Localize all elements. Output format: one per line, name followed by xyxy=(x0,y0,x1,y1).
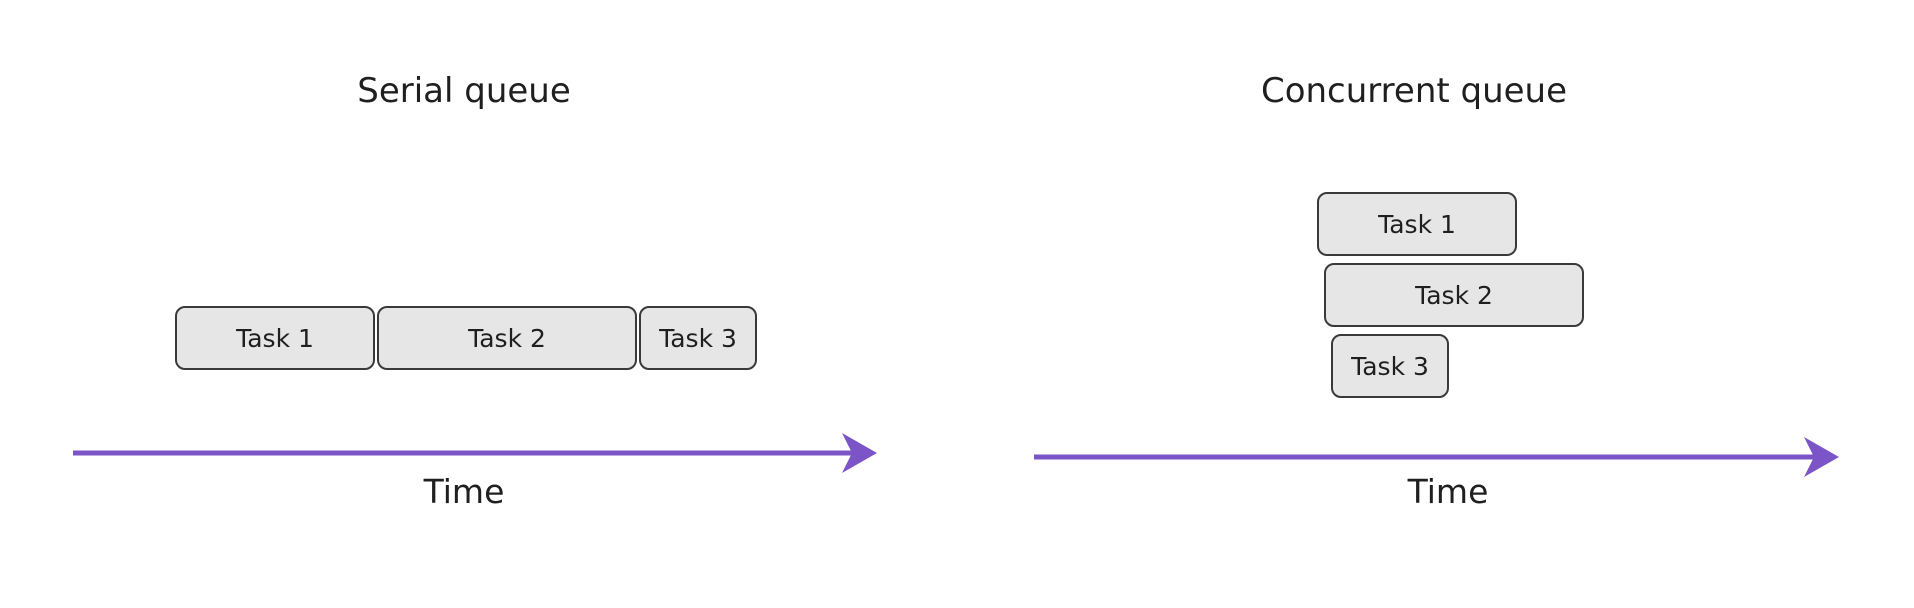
serial-task-2: Task 2 xyxy=(377,306,637,370)
serial-task-3: Task 3 xyxy=(639,306,757,370)
serial-time-arrow-head xyxy=(842,433,877,473)
concurrent-time-arrow-head xyxy=(1804,437,1839,477)
concurrent-task-3: Task 3 xyxy=(1331,334,1449,398)
serial-time-label: Time xyxy=(423,472,505,511)
concurrent-time-arrow xyxy=(1034,437,1839,477)
concurrent-task-1: Task 1 xyxy=(1317,192,1517,256)
concurrent-queue-title: Concurrent queue xyxy=(1260,71,1568,111)
concurrent-time-label: Time xyxy=(1407,472,1489,511)
serial-time-arrow xyxy=(73,433,877,473)
serial-queue-title: Serial queue xyxy=(357,71,571,111)
concurrent-task-2: Task 2 xyxy=(1324,263,1584,327)
serial-task-1: Task 1 xyxy=(175,306,375,370)
